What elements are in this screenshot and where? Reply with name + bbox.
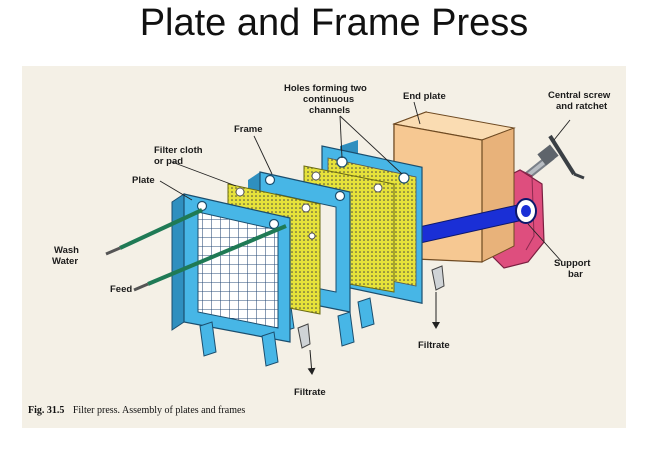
label-wash-water-line2: Water xyxy=(52,256,78,267)
label-filtrate-right: Filtrate xyxy=(418,340,450,351)
plate-front xyxy=(171,193,291,367)
label-holes-line2: continuous xyxy=(303,94,354,105)
label-filter-cloth-line2: or pad xyxy=(154,156,183,167)
label-filtrate-bottom: Filtrate xyxy=(294,387,326,398)
leader-lines xyxy=(159,101,571,263)
label-holes-line3: channels xyxy=(309,105,350,116)
label-central-screw-line2: and ratchet xyxy=(556,101,608,112)
figure-caption: Fig. 31.5 Filter press. Assembly of plat… xyxy=(28,400,245,417)
label-support-bar-line2: bar xyxy=(568,269,583,280)
label-filter-cloth-line1: Filter cloth xyxy=(154,145,203,156)
caption-text: Filter press. Assembly of plates and fra… xyxy=(73,405,246,416)
label-central-screw-line1: Central screw xyxy=(548,90,611,101)
label-feed: Feed xyxy=(110,284,132,295)
feed-pipe xyxy=(133,224,287,292)
label-wash-water-line1: Wash xyxy=(54,245,79,256)
filter-press-diagram: Holes forming two continuous channels En… xyxy=(28,83,611,417)
filtrate-outlet-front xyxy=(297,323,316,375)
filtrate-outlet-rear xyxy=(431,265,445,329)
slide-title: Plate and Frame Press xyxy=(139,2,529,44)
label-holes-line1: Holes forming two xyxy=(284,83,367,94)
wash-water-pipe xyxy=(105,208,203,256)
label-frame: Frame xyxy=(234,124,263,135)
caption-fig-number: Fig. 31.5 xyxy=(28,405,64,416)
label-plate: Plate xyxy=(132,175,155,186)
label-end-plate: End plate xyxy=(403,91,446,102)
label-support-bar-line1: Support xyxy=(554,258,591,269)
